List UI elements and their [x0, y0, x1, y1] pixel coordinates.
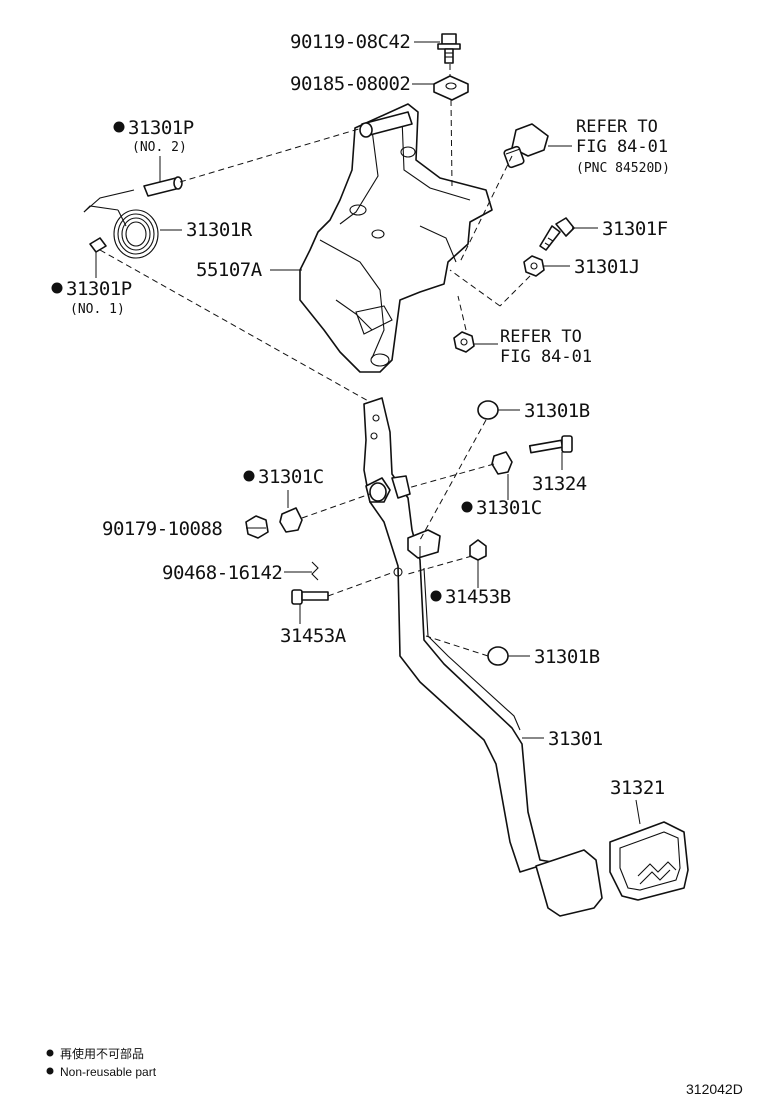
pedal-pad-31321-icon [609, 821, 689, 901]
bushing-31301c-left-icon [279, 507, 303, 533]
refer-to-label: REFER TO [576, 117, 658, 137]
legend-cn: 再使用不可部品 [60, 1046, 144, 1061]
label-90119: 90119-08C42 [290, 31, 410, 53]
label-no1: (NO. 1) [70, 302, 125, 317]
label-31324: 31324 [532, 473, 587, 495]
refer-to-label-2: REFER TO [500, 327, 582, 347]
nut-90179-icon [245, 515, 269, 539]
non-reusable-dot [243, 470, 255, 482]
label-31301p-no2: 31301P [128, 117, 194, 139]
label-31453b: 31453B [445, 586, 511, 608]
nut-31301j-icon [523, 255, 545, 277]
bolt-31324-icon [528, 435, 573, 454]
clip-nut-90185-icon [433, 75, 469, 101]
stop-lamp-switch-icon [503, 123, 549, 169]
assembly-lines [99, 64, 531, 657]
label-31301j: 31301J [574, 256, 640, 278]
part-labels: 90119-08C42 90185-08002 31301P (NO. 2) 3… [51, 31, 670, 799]
stopper-31301b-top-icon [477, 400, 499, 420]
label-90468: 90468-16142 [162, 562, 282, 584]
label-31301c-right: 31301C [476, 497, 542, 519]
collar-31301p-no2-icon [143, 176, 183, 197]
legend-en: Non-reusable part [60, 1065, 157, 1079]
legend-dot [46, 1049, 54, 1057]
pedal-pad-on-arm [535, 849, 603, 917]
stopper-31301b-mid-icon [487, 646, 509, 666]
pivot-pin [359, 111, 413, 138]
label-no2: (NO. 2) [132, 140, 187, 155]
bolt-90119-icon [437, 33, 461, 64]
label-31301f: 31301F [602, 218, 668, 240]
legend: 再使用不可部品 Non-reusable part [46, 1046, 157, 1079]
label-55107a: 55107A [196, 259, 263, 281]
label-31301b-top: 31301B [524, 400, 590, 422]
bolt-31301f-icon [539, 217, 575, 251]
refer-pnc-label: (PNC 84520D) [576, 161, 670, 176]
label-90185: 90185-08002 [290, 73, 410, 95]
label-31453a: 31453A [280, 625, 347, 647]
nut-31453b-icon [469, 539, 487, 561]
spring-31301r-icon [83, 189, 159, 259]
bolt-31453a-icon [291, 589, 329, 605]
refer-fig-label-2: FIG 84-01 [500, 347, 592, 367]
label-31321: 31321 [610, 777, 665, 799]
pedal-bracket-55107a [299, 103, 493, 373]
label-31301p-no1: 31301P [66, 278, 132, 300]
bushing-31301c-right-icon [491, 451, 513, 475]
clip-90468-icon [311, 561, 319, 581]
nut-refer-icon [453, 331, 475, 353]
label-31301r: 31301R [186, 219, 253, 241]
label-90179: 90179-10088 [102, 518, 222, 540]
non-reusable-dot [113, 121, 125, 133]
label-31301: 31301 [548, 728, 603, 750]
refer-fig-label: FIG 84-01 [576, 137, 668, 157]
diagram-code: 312042D [686, 1081, 743, 1097]
legend-dot [46, 1067, 54, 1075]
label-31301c-left: 31301C [258, 466, 324, 488]
leader-lines [95, 41, 641, 825]
non-reusable-dot [51, 282, 63, 294]
brake-pedal-arm-31301 [363, 397, 553, 873]
non-reusable-dot [430, 590, 442, 602]
label-31301b-mid: 31301B [534, 646, 600, 668]
non-reusable-dot [461, 501, 473, 513]
bush-31301p-no1-icon [89, 237, 107, 253]
